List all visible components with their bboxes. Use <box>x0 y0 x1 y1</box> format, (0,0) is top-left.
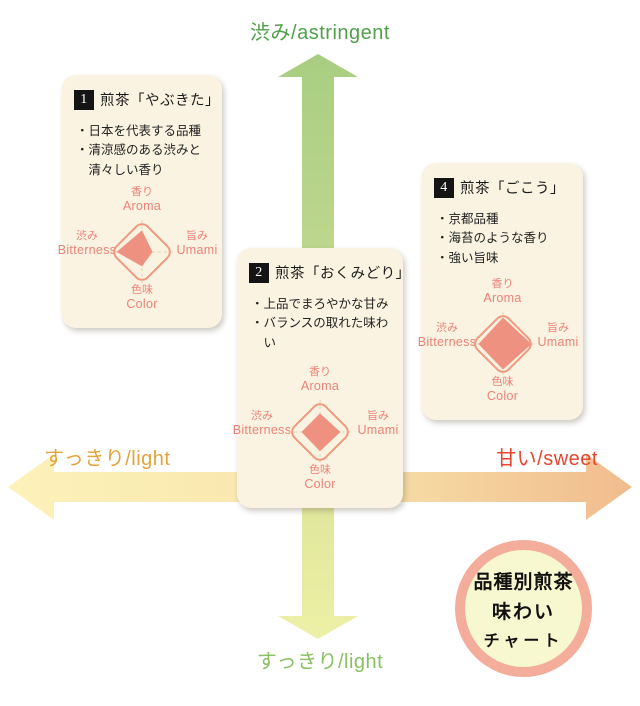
chart-title-badge: 品種別煎茶 味わい チャート <box>455 540 592 677</box>
bullet-item: ・清涼感のある渋みと清々しい香り <box>76 143 202 177</box>
badge-line-1: 品種別煎茶 <box>473 571 574 593</box>
axis-label-light-bottom: すっきり/light <box>256 651 384 673</box>
bullet-item: ・京都品種 <box>436 212 499 226</box>
axis-label-light-left: すっきり/light <box>44 448 171 470</box>
badge-line-3: チャート <box>483 632 564 650</box>
tea-card-yabukita: 1 煎茶「やぶきた」 ・日本を代表する品種 ・清涼感のある渋みと清々しい香り 香… <box>58 75 222 328</box>
bullet-item: ・海苔のような香り <box>436 231 549 246</box>
card-title: 煎茶「やぶきた」 <box>100 93 220 109</box>
card-bullet-list: ・京都品種 ・海苔のような香り ・強い旨味 <box>434 210 571 268</box>
axis-label-astringent: 渋み/astringent <box>250 22 390 44</box>
bullet-item: ・日本を代表する品種 <box>76 124 202 138</box>
card-title-row: 1 煎茶「やぶきた」 <box>74 89 220 110</box>
card-bullet-list: ・日本を代表する品種 ・清涼感のある渋みと清々しい香り <box>74 122 210 180</box>
radar-diamond <box>110 220 174 284</box>
radar-diamond <box>288 400 352 464</box>
card-title-row: 4 煎茶「ごこう」 <box>434 177 571 198</box>
card-title-row: 2 煎茶「おくみどり」 <box>249 262 410 283</box>
badge-line-2: 味わい <box>491 601 555 623</box>
bullet-item: ・強い旨味 <box>436 250 499 265</box>
bullet-item: ・バランスの取れた味わい <box>251 316 389 350</box>
card-title: 煎茶「おくみどり」 <box>275 266 411 282</box>
card-bullet-list: ・上品でまろやかな甘み ・バランスの取れた味わい <box>249 295 391 353</box>
card-number-badge: 2 <box>249 262 269 283</box>
axis-label-sweet: 甘い/sweet <box>496 448 598 470</box>
bullet-item: ・上品でまろやかな甘み <box>251 297 389 311</box>
card-number-badge: 4 <box>434 177 454 198</box>
radar-diamond <box>470 312 535 376</box>
card-number-badge: 1 <box>74 89 94 110</box>
card-title: 煎茶「ごこう」 <box>460 181 565 197</box>
